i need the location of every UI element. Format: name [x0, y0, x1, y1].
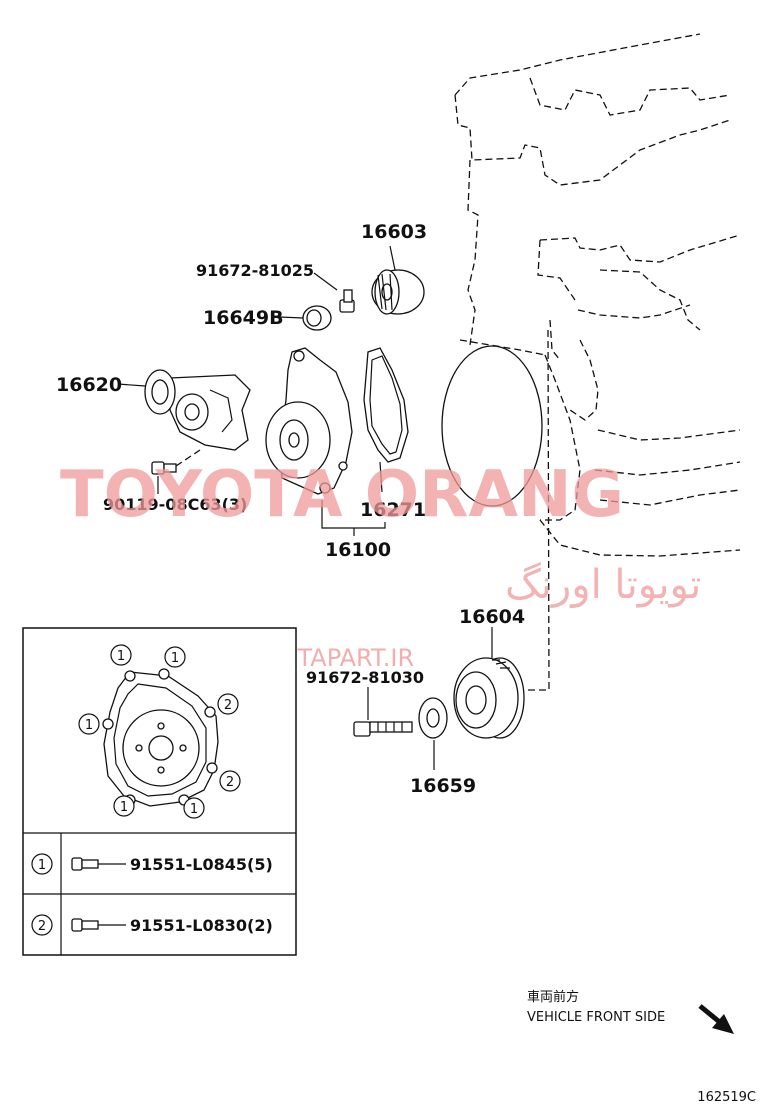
- label-16603: 16603: [361, 221, 427, 243]
- timing-cover-disc: [441, 345, 543, 507]
- inset-row-2: 2 91551-L0830(2): [31, 914, 273, 936]
- svg-text:1: 1: [120, 800, 128, 815]
- svg-text:2: 2: [38, 919, 46, 934]
- bolt-code-1: 91551-L0845(5): [130, 855, 273, 874]
- belt-tensioner-16620: [144, 369, 251, 451]
- idler-pulley-16603: [371, 269, 425, 315]
- front-direction-arrow-icon: [698, 1004, 734, 1034]
- label-91672-81030: 91672-81030: [306, 668, 424, 687]
- bolt-marker: 1: [113, 795, 135, 817]
- inset-pump-view: [102, 668, 219, 807]
- label-90119: 90119-08C63(3): [103, 495, 247, 514]
- bolt-marker: 2: [219, 770, 241, 792]
- watermark-persian: تویوتا اورنگ: [505, 562, 701, 608]
- inset-row-1: 1 91551-L0845(5): [31, 853, 273, 875]
- label-16649b: 16649B: [203, 307, 284, 329]
- bolt-marker: 2: [217, 693, 239, 715]
- svg-text:1: 1: [190, 802, 198, 817]
- water-pump-16100: [265, 347, 353, 495]
- bolt-code-2: 91551-L0830(2): [130, 916, 273, 935]
- label-16100: 16100: [325, 539, 391, 561]
- watermark-brand: TOYOTA ORANG: [60, 458, 624, 532]
- svg-text:1: 1: [117, 649, 125, 664]
- bolt-marker: 1: [110, 644, 132, 666]
- label-16659: 16659: [410, 775, 476, 797]
- bolt-inset-table: 1 1 2 1 2 1 1 1: [22, 627, 297, 956]
- label-91672-81025: 91672-81025: [196, 261, 314, 280]
- svg-text:1: 1: [38, 858, 46, 873]
- bolt-marker: 1: [183, 797, 205, 819]
- svg-text:2: 2: [224, 698, 232, 713]
- crank-pulley-16604: [453, 657, 525, 739]
- engine-block-outline: [454, 33, 741, 691]
- gasket-16271: [363, 347, 409, 463]
- pulley-cap-16649b: [302, 305, 332, 331]
- bolt-90119: [151, 461, 177, 475]
- bolt-marker: 1: [164, 646, 186, 668]
- diagram-code: 162519C: [697, 1090, 756, 1105]
- svg-text:1: 1: [171, 651, 179, 666]
- label-16620: 16620: [56, 374, 122, 396]
- svg-text:2: 2: [226, 775, 234, 790]
- washer-16659: [418, 697, 448, 739]
- label-16271: 16271: [360, 499, 426, 521]
- bolt-marker: 1: [78, 713, 100, 735]
- bolt-91672-81025: [339, 289, 355, 313]
- label-16604: 16604: [459, 606, 525, 628]
- vehicle-front-jp: 車両前方: [527, 989, 579, 1005]
- bolt-91672-81030: [353, 721, 413, 737]
- svg-text:1: 1: [85, 718, 93, 733]
- vehicle-front-en: VEHICLE FRONT SIDE: [527, 1010, 665, 1025]
